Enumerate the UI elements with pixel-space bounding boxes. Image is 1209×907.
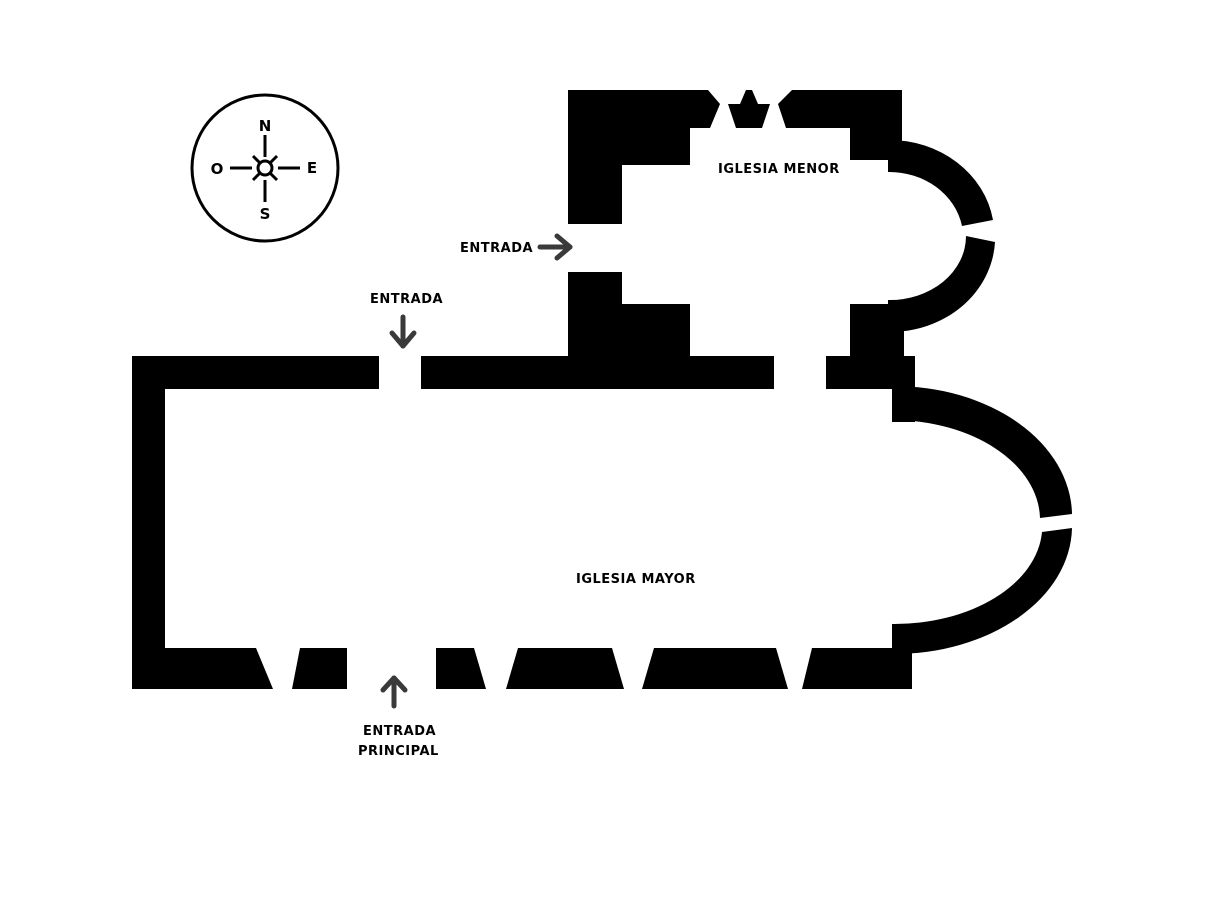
label-entrada-principal-1: ENTRADA (363, 724, 437, 739)
iglesia-menor-walls (568, 90, 995, 356)
arrow-right-icon (537, 233, 573, 261)
compass-west: O (211, 160, 224, 178)
iglesia-mayor-walls (132, 356, 1072, 689)
label-entrada-east: ENTRADA (460, 241, 534, 256)
arrow-down-icon (389, 314, 417, 349)
compass-south: S (260, 205, 271, 223)
compass-east: E (307, 159, 317, 177)
label-entrada-principal-2: PRINCIPAL (358, 744, 439, 759)
arrow-up-icon (380, 675, 408, 709)
compass-north: N (259, 117, 272, 135)
label-entrada-north: ENTRADA (370, 292, 444, 307)
compass-rose-icon: N S E O (190, 93, 340, 243)
label-iglesia-menor: IGLESIA MENOR (718, 162, 840, 177)
label-iglesia-mayor: IGLESIA MAYOR (576, 572, 696, 587)
